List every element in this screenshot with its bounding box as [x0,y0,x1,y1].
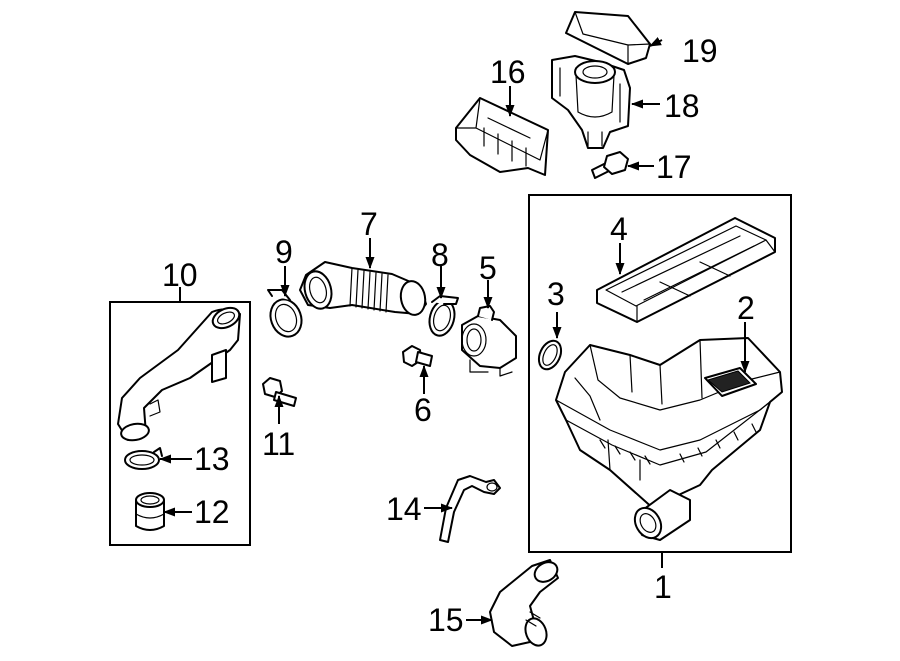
part-6-bolt [402,345,433,367]
callout-13: 13 [194,441,230,477]
callout-16: 16 [490,54,526,90]
part-4-filter-element [596,217,776,323]
part-13-clamp [124,447,163,470]
callout-10: 10 [162,257,198,293]
part-14-vent-tube [439,475,501,543]
air-cleaner-assembly-box [528,194,792,553]
part-9-hose-clamp [267,289,303,338]
callout-7: 7 [360,206,378,242]
part-1-air-cleaner-housing [555,337,783,541]
callout-17: 17 [656,149,692,185]
callout-11: 11 [262,426,295,462]
part-8-hose-clamp [428,295,459,337]
part-7-intake-hose [299,261,427,316]
callout-12: 12 [194,494,230,530]
part-11-bolt [262,377,297,407]
callout-leaders [159,37,750,625]
callout-3: 3 [547,276,565,312]
part-5-mass-air-flow-sensor [461,305,517,377]
part-10-outlet-duct [117,306,241,442]
part-18-resonator [551,55,631,149]
callout-19: 19 [682,33,718,69]
part-12-coupler [135,492,165,531]
part-16-inlet-duct [455,97,549,176]
callout-9: 9 [275,234,293,270]
callout-6: 6 [414,392,432,428]
callout-18: 18 [664,88,700,124]
callout-15: 15 [428,602,464,638]
callout-4: 4 [610,211,628,247]
callout-5: 5 [479,250,497,286]
part-3-o-ring [537,339,563,371]
callout-1: 1 [654,569,672,605]
part-17-bolt [591,151,629,179]
callout-2: 2 [737,290,755,326]
part-15-tube [489,559,559,647]
callout-8: 8 [431,237,449,273]
callout-14: 14 [386,491,422,527]
